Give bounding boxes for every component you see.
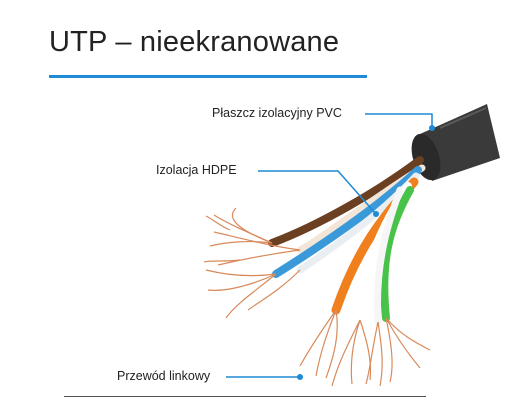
label-conductor: Przewód linkowy	[117, 369, 211, 383]
label-insulation: Izolacja HDPE	[156, 163, 237, 177]
leader-dot-conductor	[297, 374, 303, 380]
leader-lines	[226, 113, 433, 378]
leader-jacket	[365, 113, 433, 127]
wire-green-pair	[374, 186, 414, 326]
copper-strands	[203, 207, 431, 387]
leader-dot-insulation	[373, 211, 379, 217]
page-title: UTP – nieekranowane	[49, 26, 340, 58]
title-underline	[49, 75, 367, 78]
leader-dots	[297, 125, 435, 380]
label-jacket: Płaszcz izolacyjny PVC	[212, 106, 342, 120]
bottom-divider	[64, 396, 426, 397]
leader-insulation	[258, 170, 377, 215]
leader-dot-jacket	[429, 125, 435, 131]
